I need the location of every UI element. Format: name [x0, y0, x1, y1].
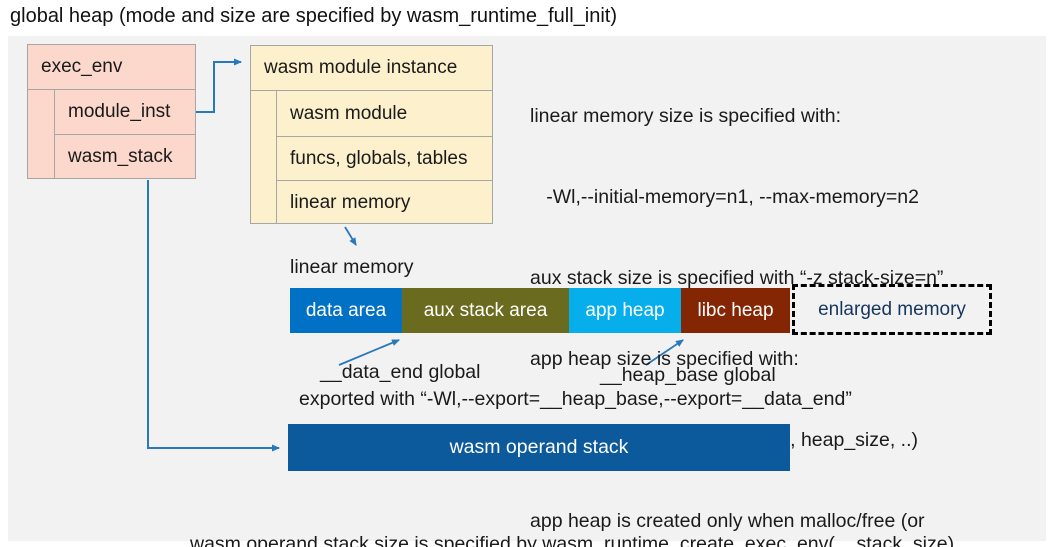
- exec-env-row-wasm-stack: wasm_stack: [54, 134, 195, 178]
- module-instance-row-funcs-globals-tables: funcs, globals, tables: [276, 136, 492, 180]
- linear-memory-label: linear memory: [290, 256, 414, 278]
- operand-stack-size-note: wasm operand stack size is specified by …: [190, 479, 954, 547]
- module-instance-row-linear-memory: linear memory: [276, 180, 492, 224]
- note-line: app heap size is specified with:: [530, 348, 799, 370]
- segment-aux-stack-area: aux stack area: [402, 288, 569, 333]
- note-line: linear memory size is specified with:: [530, 105, 842, 127]
- exec-env-box: exec_env module_inst wasm_stack: [27, 44, 196, 179]
- segment-enlarged-memory: enlarged memory: [792, 284, 992, 335]
- wasm-operand-stack-bar: wasm operand stack: [288, 424, 790, 471]
- module-instance-rows: wasm module funcs, globals, tables linea…: [276, 91, 492, 224]
- module-instance-box: wasm module instance wasm module funcs, …: [250, 45, 493, 224]
- segment-app-heap: app heap: [569, 288, 681, 333]
- note-line: app heap is created only when malloc/fre…: [530, 510, 925, 532]
- exported-with-label: exported with “-Wl,--export=__heap_base,…: [299, 388, 852, 410]
- segment-libc-heap: libc heap: [681, 288, 790, 333]
- linear-memory-bar: data area aux stack area app heap libc h…: [290, 288, 790, 333]
- exec-env-row-module-inst: module_inst: [54, 90, 195, 134]
- note-line: aux stack size is specified with “-z sta…: [530, 267, 944, 289]
- heap-base-global-label: __heap_base global: [600, 364, 776, 386]
- page-title: global heap (mode and size are specified…: [10, 5, 617, 27]
- segment-data-area: data area: [290, 288, 402, 333]
- module-instance-header: wasm module instance: [251, 46, 492, 91]
- data-end-global-label: __data_end global: [320, 361, 481, 383]
- note-line: -Wl,--initial-memory=n1, --max-memory=n2: [530, 186, 919, 208]
- note-line: wasm operand stack size is specified by …: [190, 533, 955, 547]
- module-instance-row-wasm-module: wasm module: [276, 91, 492, 136]
- exec-env-header: exec_env: [28, 45, 195, 90]
- exec-env-rows: module_inst wasm_stack: [54, 90, 195, 178]
